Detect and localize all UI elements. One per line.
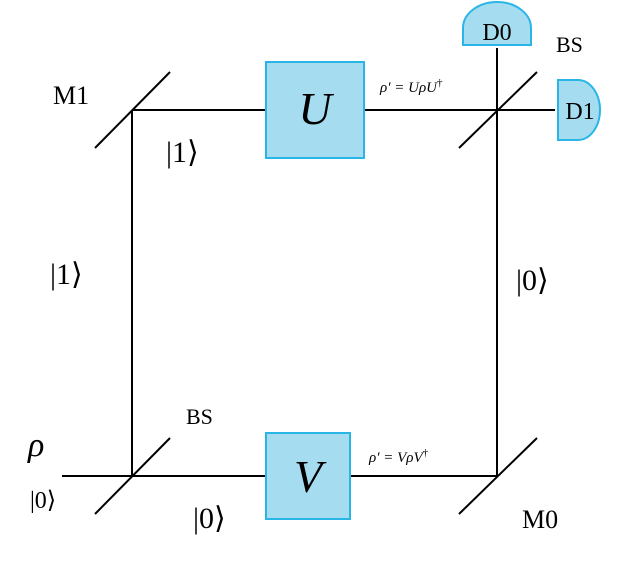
detector-d0-label: D0 bbox=[482, 20, 511, 46]
mirror-m0-label: M0 bbox=[522, 505, 558, 534]
left-path-ket1-label: |1⟩ bbox=[50, 258, 83, 291]
detector-d1-label: D1 bbox=[565, 99, 594, 125]
u-gate: U bbox=[265, 61, 365, 159]
right-path-ket0-label: |0⟩ bbox=[516, 264, 549, 297]
beam-splitter-top-label: BS bbox=[556, 32, 583, 57]
beam-splitter-bottom bbox=[94, 437, 171, 515]
bottom-equation-c: V bbox=[413, 450, 424, 466]
input-ket0-label: |0⟩ bbox=[30, 488, 56, 514]
mirror-m1-label: M1 bbox=[53, 81, 89, 110]
bottom-equation: ρ′ = VρV† bbox=[368, 447, 429, 466]
bottom-path-ket0-label: |0⟩ bbox=[193, 502, 226, 535]
bottom-equation-b: ρ bbox=[405, 450, 413, 466]
input-rho-label: ρ bbox=[27, 427, 44, 464]
detector-d0-shape bbox=[462, 1, 532, 46]
top-equation-b: ρ bbox=[418, 80, 426, 96]
beam-splitter-bottom-label: BS bbox=[186, 404, 213, 429]
bottom-equation-dagger: † bbox=[423, 447, 429, 459]
bottom-equation-lhs: ρ′ = bbox=[368, 450, 397, 466]
bottom-equation-a: V bbox=[397, 450, 408, 466]
top-equation-lhs: ρ′ = bbox=[379, 80, 408, 96]
detector-d1-shape bbox=[557, 79, 601, 141]
detector-d1: D1 bbox=[557, 79, 601, 141]
u-gate-box bbox=[265, 61, 365, 159]
v-gate-box bbox=[265, 432, 351, 520]
u-gate-label: U bbox=[298, 83, 334, 134]
v-gate: V bbox=[265, 432, 351, 520]
top-equation-dagger: † bbox=[437, 77, 443, 89]
mirror-m0 bbox=[458, 437, 538, 515]
mirror-m1 bbox=[94, 71, 171, 149]
beam-paths bbox=[62, 48, 555, 477]
top-equation-a: U bbox=[408, 80, 420, 96]
v-gate-label: V bbox=[294, 451, 327, 502]
detector-d0: D0 bbox=[462, 1, 532, 46]
top-equation: ρ′ = UρU† bbox=[379, 77, 443, 96]
optical-elements bbox=[94, 71, 538, 515]
beam-splitter-top bbox=[458, 71, 538, 149]
top-equation-c: U bbox=[426, 80, 438, 96]
top-path-ket1-label: |1⟩ bbox=[166, 136, 199, 169]
